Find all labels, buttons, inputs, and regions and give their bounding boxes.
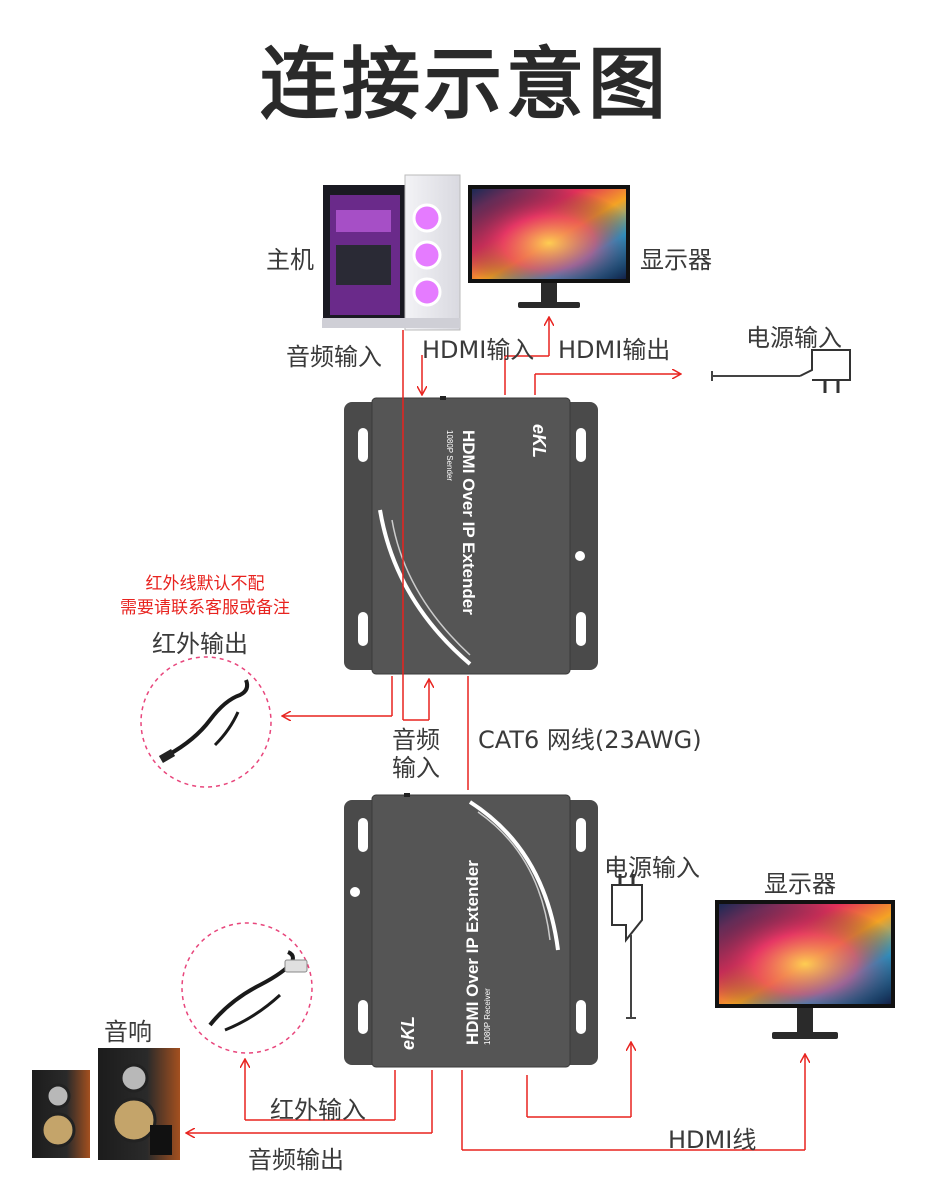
sender-device — [344, 396, 598, 675]
pc-host-icon — [322, 174, 461, 331]
label-ir-out: 红外输出 — [152, 630, 248, 658]
label-host: 主机 — [266, 246, 314, 274]
label-power-in-top: 电源输入 — [746, 324, 842, 352]
label-power-in-bottom: 电源输入 — [604, 854, 700, 882]
label-cat6: CAT6 网线(23AWG) — [478, 726, 702, 754]
label-audio-in-mid-line1: 音频 — [392, 726, 440, 754]
monitor-top-icon — [468, 185, 630, 308]
sender-model-text: HDMI Over IP Extender — [459, 430, 478, 615]
label-speaker: 音响 — [104, 1018, 152, 1046]
label-audio-in-mid: 音频 输入 — [392, 726, 440, 782]
power-adapter-top-icon — [711, 349, 851, 393]
label-hdmi-in: HDMI输入 — [422, 336, 535, 364]
label-ir-in: 红外输入 — [270, 1096, 366, 1124]
page-title: 连接示意图 — [259, 40, 670, 130]
ir-note-line2: 需要请联系客服或备注 — [120, 598, 290, 618]
label-hdmi-cable: HDMI线 — [668, 1126, 757, 1154]
receiver-sub-text: 1080P Receiver — [483, 988, 492, 1045]
wires — [187, 318, 805, 1151]
label-audio-in-top: 音频输入 — [286, 343, 382, 371]
sender-sub-text: 1080P Sender — [445, 430, 454, 481]
receiver-brand-logo: eKL — [398, 1016, 418, 1050]
label-audio-out: 音频输出 — [248, 1146, 344, 1174]
label-audio-in-mid-line2: 输入 — [392, 754, 440, 782]
label-hdmi-out: HDMI输出 — [558, 336, 671, 364]
power-adapter-bottom-icon — [611, 874, 643, 1019]
label-monitor-bottom: 显示器 — [764, 870, 836, 898]
ir-note: 红外线默认不配 需要请联系客服或备注 — [100, 572, 310, 620]
sender-brand-logo: eKL — [529, 424, 549, 458]
label-monitor-top: 显示器 — [640, 246, 712, 274]
ir-out-cable-icon — [140, 656, 272, 788]
ir-in-cable-icon — [181, 922, 313, 1054]
ir-note-line1: 红外线默认不配 — [145, 574, 265, 594]
receiver-model-text: HDMI Over IP Extender — [463, 860, 482, 1045]
receiver-device — [344, 793, 598, 1068]
monitor-bottom-icon — [715, 900, 895, 1039]
speaker-icon — [32, 1048, 180, 1160]
